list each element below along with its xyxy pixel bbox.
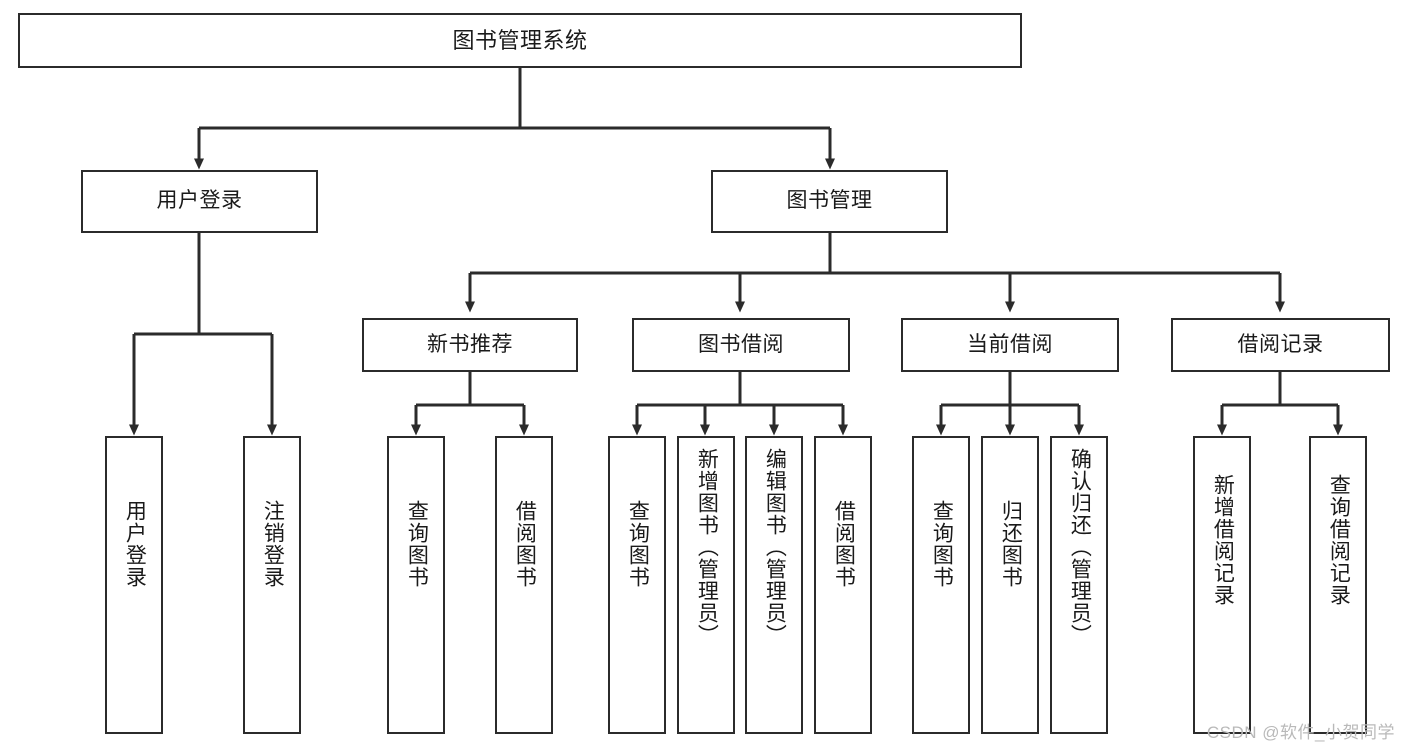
watermark-text: CSDN @软件_小贺同学 [1206,723,1395,742]
node-user-login[interactable]: 用户登录 [81,170,318,233]
node-label: 查询图书 [405,500,429,588]
node-label: 新增借阅记录 [1211,474,1235,606]
node-label: 新书推荐 [427,332,513,356]
node-leaf-borrow-book-recommend[interactable]: 借阅图书 [495,436,553,734]
node-leaf-logout[interactable]: 注销登录 [243,436,301,734]
node-label: 用户登录 [156,189,243,213]
node-leaf-borrow-book-borrow[interactable]: 借阅图书 [814,436,872,734]
node-label: 借阅图书 [513,500,537,588]
node-leaf-add-borrow-record[interactable]: 新增借阅记录 [1193,436,1251,734]
node-label: 查询借阅记录 [1327,474,1351,606]
node-label: 查询图书 [626,500,650,588]
node-leaf-query-book-recommend[interactable]: 查询图书 [387,436,445,734]
node-leaf-query-book-current[interactable]: 查询图书 [912,436,970,734]
node-label: 用户登录 [123,500,147,588]
node-root-book-management-system[interactable]: 图书管理系统 [18,13,1022,68]
node-leaf-query-book-borrow[interactable]: 查询图书 [608,436,666,734]
node-label: 新增图书（管理员） [695,448,719,646]
node-label: 确认归还（管理员） [1068,448,1092,646]
node-label: 借阅图书 [832,500,856,588]
node-label: 查询图书 [930,500,954,588]
node-leaf-add-book-admin[interactable]: 新增图书（管理员） [677,436,735,734]
node-label: 图书管理 [786,189,873,213]
node-label: 编辑图书（管理员） [763,448,787,646]
node-borrowing-record[interactable]: 借阅记录 [1171,318,1390,372]
node-leaf-confirm-return-admin[interactable]: 确认归还（管理员） [1050,436,1108,734]
node-new-book-recommendation[interactable]: 新书推荐 [362,318,578,372]
node-leaf-return-book[interactable]: 归还图书 [981,436,1039,734]
node-current-borrowing[interactable]: 当前借阅 [901,318,1119,372]
node-label: 图书借阅 [698,332,784,356]
node-label: 当前借阅 [967,332,1053,356]
node-label: 图书管理系统 [452,27,588,53]
node-leaf-user-login[interactable]: 用户登录 [105,436,163,734]
node-book-management[interactable]: 图书管理 [711,170,948,233]
node-book-borrowing[interactable]: 图书借阅 [632,318,850,372]
node-leaf-query-borrow-record[interactable]: 查询借阅记录 [1309,436,1367,734]
node-leaf-edit-book-admin[interactable]: 编辑图书（管理员） [745,436,803,734]
node-label: 注销登录 [261,500,285,588]
node-label: 借阅记录 [1237,332,1324,356]
node-label: 归还图书 [999,500,1023,588]
